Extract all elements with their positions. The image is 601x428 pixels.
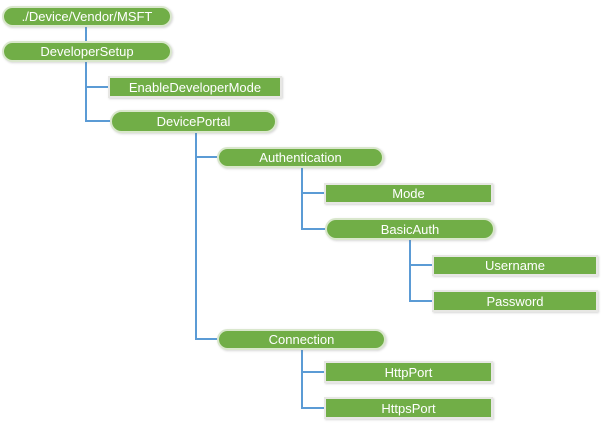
connector-basicauth-trunk	[409, 240, 411, 302]
node-httpsport: HttpsPort	[324, 397, 493, 419]
connector-authentication-trunk	[301, 168, 303, 230]
node-enabledevelopermode: EnableDeveloperMode	[108, 76, 282, 98]
connector-branch-password	[409, 300, 432, 302]
connector-branch-username	[409, 264, 432, 266]
connector-branch-enabledevelopermode	[85, 86, 108, 88]
node-developersetup: DeveloperSetup	[2, 41, 172, 62]
node-device-vendor-msft: ./Device/Vendor/MSFT	[2, 6, 172, 27]
node-username: Username	[432, 255, 598, 276]
connector-branch-basicauth	[301, 228, 325, 230]
connector-branch-connection	[195, 338, 217, 340]
node-connection: Connection	[217, 329, 386, 350]
connector-branch-httpport	[301, 371, 324, 373]
connector-branch-authentication	[195, 156, 217, 158]
node-authentication: Authentication	[217, 147, 384, 168]
node-basicauth: BasicAuth	[325, 218, 495, 240]
connector-root-developersetup	[85, 27, 87, 41]
node-deviceportal: DevicePortal	[110, 110, 277, 133]
node-httpport: HttpPort	[324, 361, 493, 383]
node-mode: Mode	[324, 183, 493, 204]
connector-branch-httpsport	[301, 407, 324, 409]
connector-developersetup-trunk	[85, 62, 87, 122]
connector-connection-trunk	[301, 350, 303, 409]
connector-branch-deviceportal	[85, 120, 110, 122]
connector-branch-mode	[301, 192, 324, 194]
connector-deviceportal-trunk	[195, 133, 197, 340]
node-password: Password	[432, 290, 598, 312]
